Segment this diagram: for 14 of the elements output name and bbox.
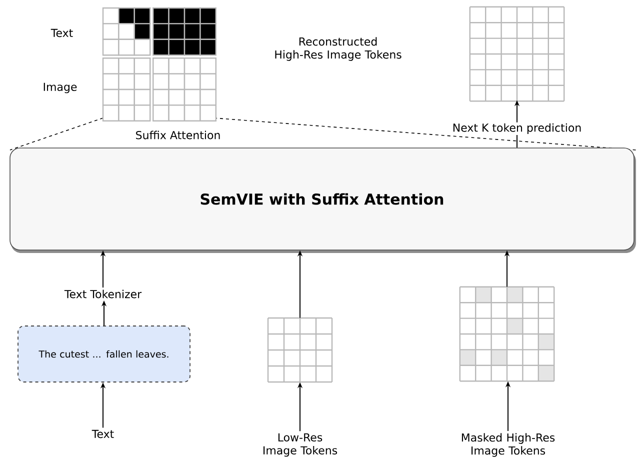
row-label: Text	[50, 28, 73, 38]
row-label: Image	[44, 82, 77, 94]
token-grid	[267, 317, 333, 383]
token-grid	[469, 6, 565, 102]
model-box: SemVIE with Suffix Attention	[10, 148, 636, 253]
edge-label: Next K token prediction	[451, 122, 583, 135]
token-grid	[459, 286, 555, 382]
prompt-box: The cutest ... fallen leaves.	[18, 326, 190, 382]
input-label: Masked High-Res Image Tokens	[462, 433, 555, 457]
input-label: Low-Res Image Tokens	[264, 433, 338, 457]
input-label: Text	[92, 430, 114, 438]
caption: Suffix Attention	[136, 130, 220, 140]
grid-caption: Reconstructed High-Res Image Tokens	[275, 37, 402, 61]
input-label: Text Tokenizer	[64, 290, 142, 298]
